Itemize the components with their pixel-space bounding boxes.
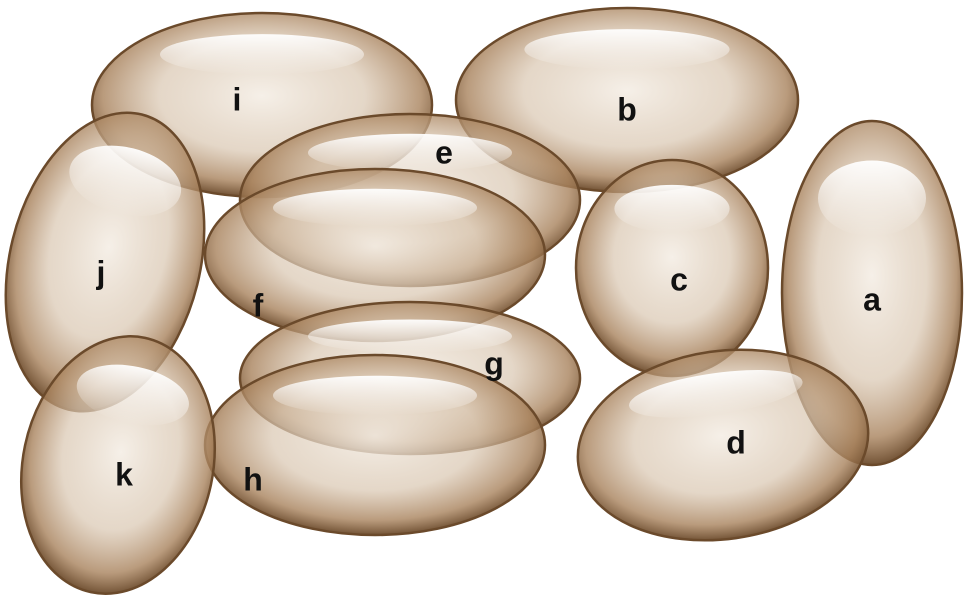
ellipsoid-label-c: c: [670, 261, 688, 297]
ellipsoid-c: [574, 158, 770, 378]
ellipsoid-label-f: f: [253, 287, 264, 323]
ellipsoid-label-a: a: [863, 281, 881, 317]
ellipsoid-highlight-e: [308, 133, 512, 172]
ellipsoid-outline-a: [780, 119, 964, 467]
ellipsoid-label-e: e: [435, 134, 453, 170]
ellipsoid-label-b: b: [617, 91, 637, 127]
ellipsoid-h: [203, 353, 547, 537]
ellipsoid-highlight-f: [273, 188, 477, 227]
ellipsoid-label-k: k: [115, 456, 133, 492]
ellipsoid-label-g: g: [484, 345, 504, 381]
ellipsoid-label-h: h: [243, 461, 263, 497]
ellipsoid-highlight-g: [308, 319, 512, 353]
ellipsoid-highlight-d: [629, 369, 803, 418]
ellipsoid-f: [203, 167, 547, 343]
ellipsoid-highlight-i: [160, 34, 364, 75]
ellipsoid-highlight-b: [524, 29, 730, 70]
ellipsoid-outline-d: [576, 348, 870, 542]
ellipsoid-highlight-h: [273, 375, 477, 416]
ellipsoid-label-i: i: [233, 81, 242, 117]
ellipsoid-highlight-j: [69, 145, 182, 217]
ellipsoid-highlight-a: [818, 160, 926, 237]
ellipsoid-highlight-c: [614, 184, 730, 233]
ellipsoid-highlight-k: [76, 364, 189, 426]
ellipsoid-label-d: d: [726, 424, 746, 460]
ellipsoid-k: [19, 335, 217, 595]
ellipsoid-outline-k: [19, 335, 217, 595]
ellipsoid-d: [576, 348, 870, 542]
ellipsoid-label-j: j: [96, 254, 106, 290]
